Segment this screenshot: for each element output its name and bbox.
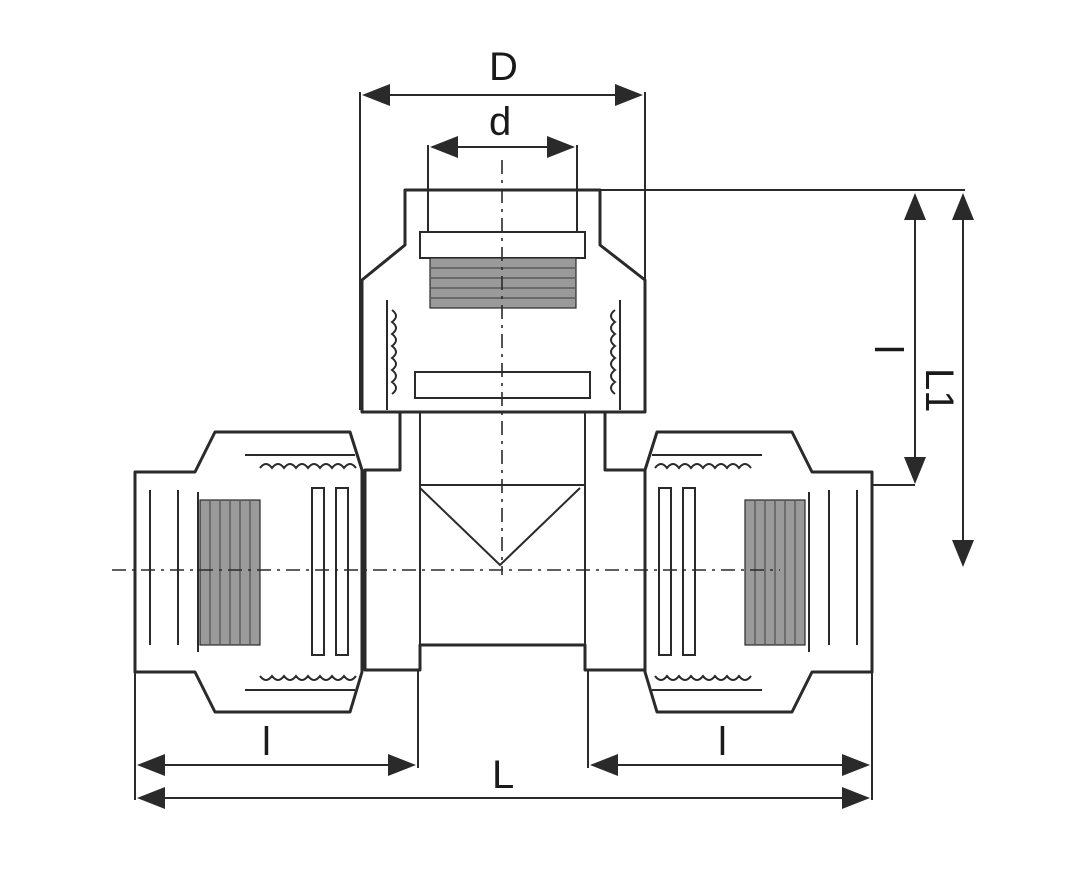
right-threads (654, 463, 752, 681)
top-grip-ring-hatch (429, 257, 577, 309)
tee-body (363, 410, 647, 672)
dimension-l-right (587, 670, 873, 800)
dimension-d (427, 136, 578, 190)
label-L: L (492, 753, 514, 797)
label-l-right: l (718, 720, 727, 764)
dimension-D (359, 84, 646, 410)
top-threads (390, 309, 617, 395)
dimension-L1 (952, 193, 974, 567)
dimension-l-top (600, 189, 965, 486)
right-grip-ring-hatch (744, 499, 806, 646)
label-d: d (489, 100, 511, 144)
dimension-L (137, 787, 870, 809)
left-threads (259, 463, 357, 681)
label-l-left: l (262, 720, 271, 764)
left-grip-ring-hatch (199, 499, 261, 646)
label-D: D (489, 45, 518, 89)
label-l-top: l (866, 345, 910, 354)
label-L1: L1 (917, 368, 961, 413)
dimension-l-left (134, 670, 419, 800)
